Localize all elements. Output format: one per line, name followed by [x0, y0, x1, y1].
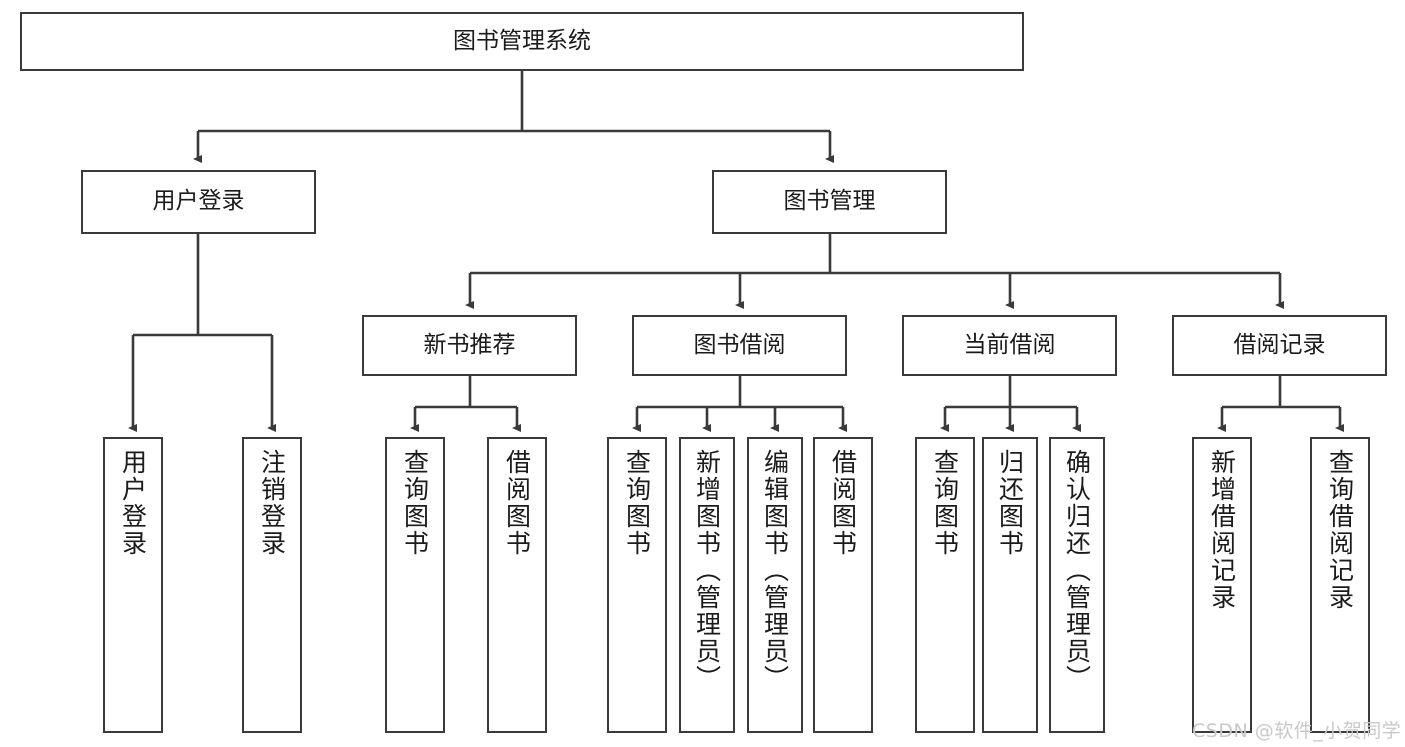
- node-label: 用户登录: [118, 449, 148, 557]
- node-label: 归还图书: [995, 449, 1025, 557]
- node-user-login[interactable]: 用户登录: [81, 170, 316, 234]
- node-label: 图书管理: [783, 188, 876, 215]
- node-borrow-record[interactable]: 借阅记录: [1172, 315, 1387, 376]
- node-book-management[interactable]: 图书管理: [712, 170, 947, 234]
- leaf-borrow-edit-book-admin[interactable]: 编辑图书（管理员）: [747, 437, 803, 733]
- node-label: 确认归还（管理员）: [1062, 449, 1092, 692]
- node-label: 查询图书: [930, 449, 960, 557]
- leaf-borrow-borrow-book[interactable]: 借阅图书: [813, 437, 873, 733]
- node-label: 查询图书: [622, 449, 652, 557]
- node-label: 新增图书（管理员）: [692, 449, 722, 692]
- leaf-new-book-borrow[interactable]: 借阅图书: [487, 437, 547, 733]
- node-label: 注销登录: [257, 449, 287, 557]
- node-label: 借阅图书: [502, 449, 532, 557]
- leaf-record-add-record[interactable]: 新增借阅记录: [1192, 437, 1252, 733]
- node-label: 查询借阅记录: [1325, 449, 1355, 611]
- leaf-current-query-book[interactable]: 查询图书: [915, 437, 975, 733]
- node-new-book-recommend[interactable]: 新书推荐: [362, 315, 577, 376]
- leaf-user-login-logout[interactable]: 注销登录: [242, 437, 302, 733]
- leaf-user-login-login[interactable]: 用户登录: [103, 437, 163, 733]
- leaf-current-return-book[interactable]: 归还图书: [982, 437, 1038, 733]
- node-label: 新书推荐: [423, 331, 516, 358]
- leaf-borrow-query-book[interactable]: 查询图书: [607, 437, 667, 733]
- node-label: 新增借阅记录: [1207, 449, 1237, 611]
- node-book-borrow[interactable]: 图书借阅: [632, 315, 847, 376]
- node-label: 借阅记录: [1233, 331, 1326, 358]
- leaf-borrow-add-book-admin[interactable]: 新增图书（管理员）: [679, 437, 735, 733]
- node-label: 借阅图书: [828, 449, 858, 557]
- node-label: 查询图书: [400, 449, 430, 557]
- node-label: 图书管理系统: [453, 27, 591, 54]
- node-label: 图书借阅: [693, 331, 786, 358]
- leaf-current-confirm-return-admin[interactable]: 确认归还（管理员）: [1049, 437, 1105, 733]
- leaf-new-book-query[interactable]: 查询图书: [385, 437, 445, 733]
- node-label: 编辑图书（管理员）: [760, 449, 790, 692]
- node-label: 用户登录: [152, 188, 245, 215]
- node-current-borrow[interactable]: 当前借阅: [902, 315, 1117, 376]
- node-label: 当前借阅: [963, 331, 1056, 358]
- leaf-record-query-record[interactable]: 查询借阅记录: [1310, 437, 1370, 733]
- node-root-system[interactable]: 图书管理系统: [20, 12, 1024, 71]
- watermark: CSDN @软件_小贺同学: [1192, 720, 1402, 742]
